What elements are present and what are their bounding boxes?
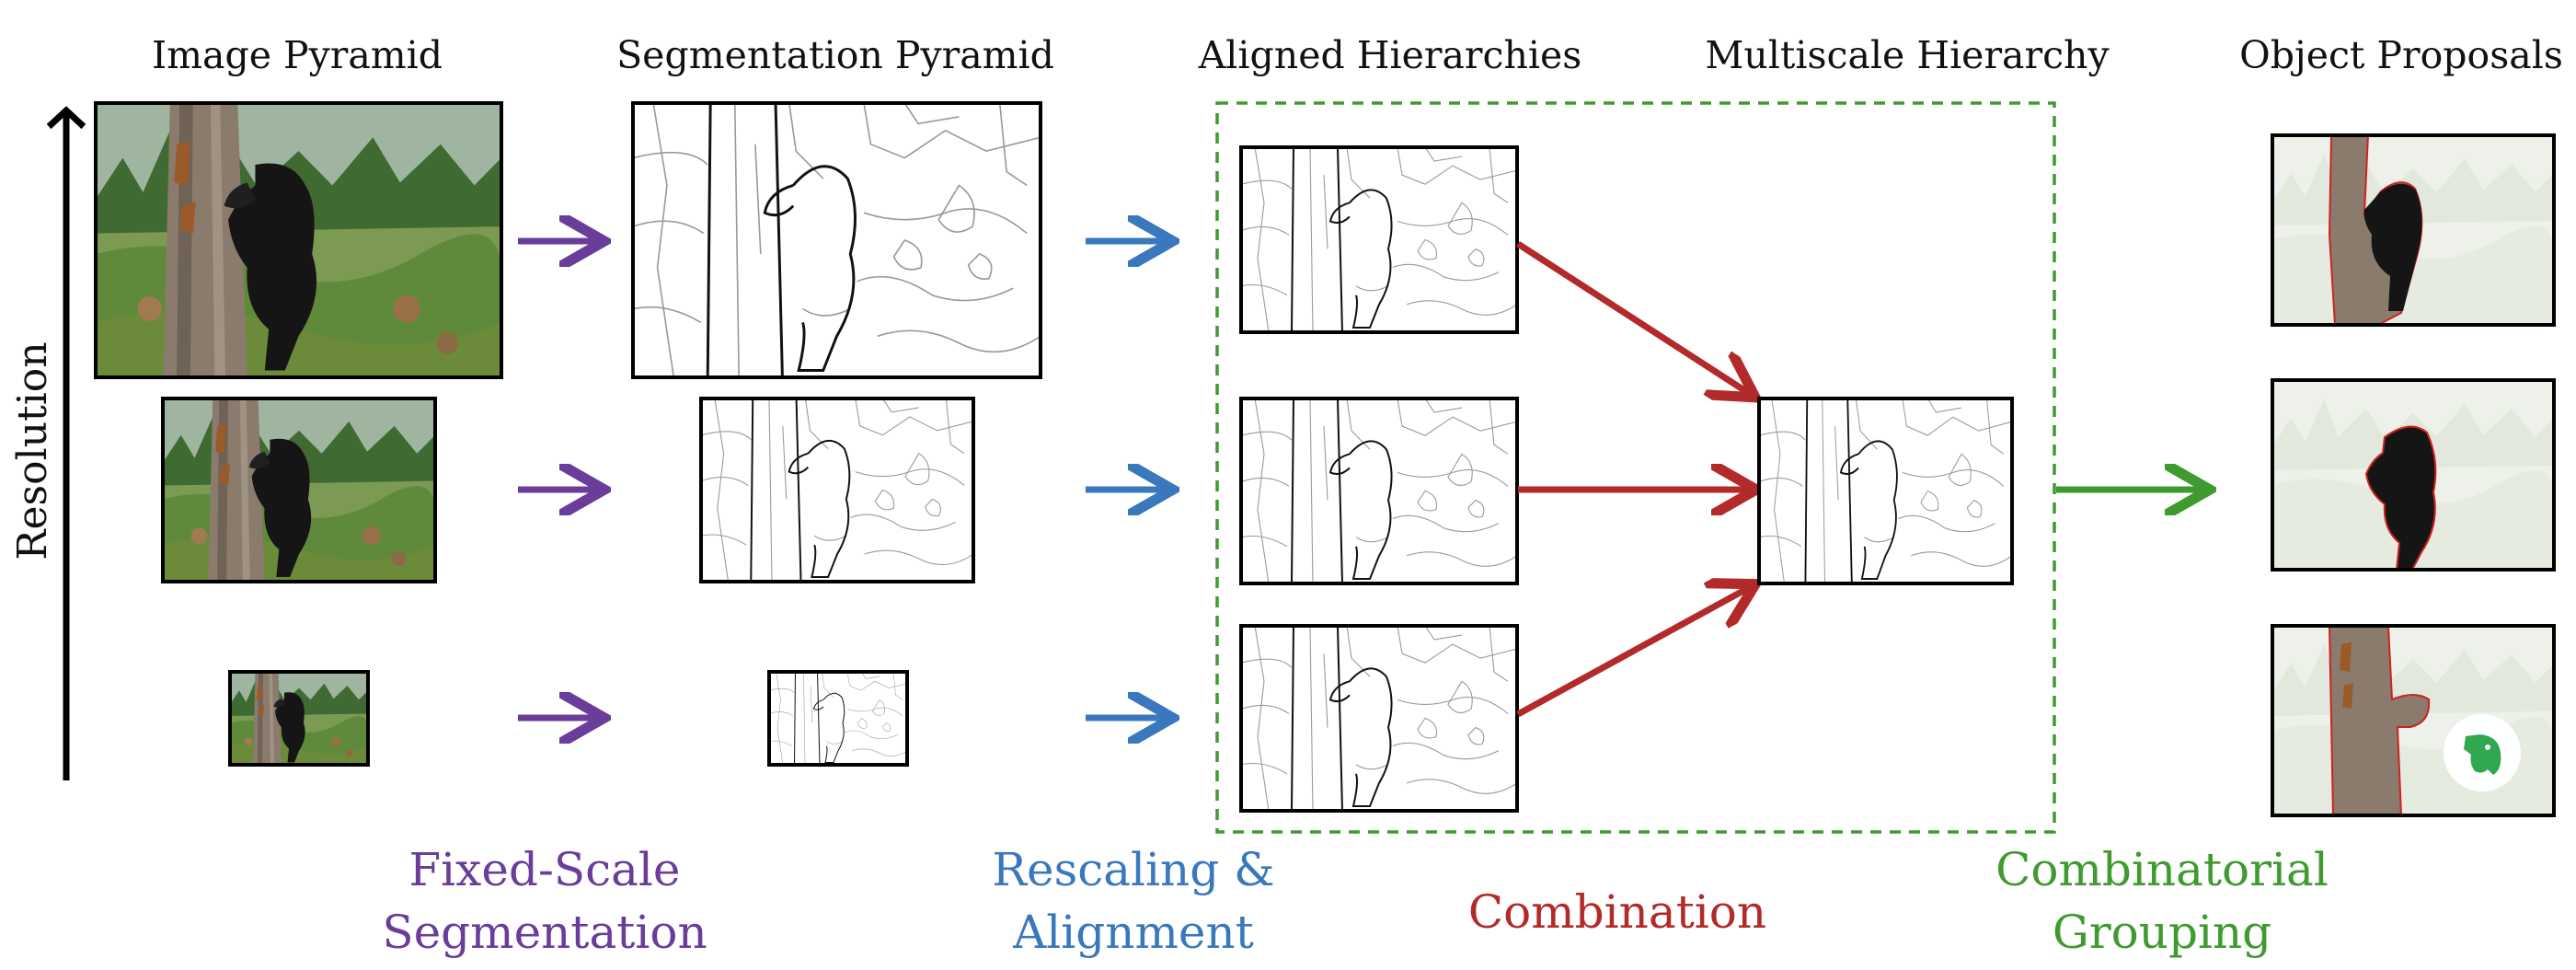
proposal-1 [2271, 133, 2556, 327]
aligned-hierarchies [1239, 145, 1519, 813]
label-fixed-scale-line1: Fixed-Scale [408, 843, 680, 896]
aligned-bottom [1239, 624, 1519, 813]
title-image-pyramid: Image Pyramid [152, 33, 443, 77]
image-pyramid [94, 101, 503, 767]
aligned-group-box [1215, 101, 2056, 834]
segmentation-medium [699, 397, 975, 583]
resolution-label: Resolution [9, 341, 56, 560]
aligned-top [1239, 145, 1519, 334]
label-rescaling-line2: Alignment [1012, 906, 1254, 959]
title-multiscale-hierarchy: Multiscale Hierarchy [1705, 33, 2110, 77]
multiscale-hierarchy [1757, 397, 2014, 585]
label-fixed-scale-line2: Segmentation [382, 906, 707, 959]
segmentation-small [767, 670, 909, 767]
image-large [94, 101, 503, 379]
resolution-axis: Resolution [9, 110, 66, 780]
combination-arrows [1516, 241, 1750, 718]
proposal-2 [2271, 378, 2556, 572]
image-small [228, 670, 370, 767]
title-object-proposals: Object Proposals [2239, 33, 2563, 77]
fixed-scale-arrows [518, 241, 598, 718]
label-grouping-line1: Combinatorial [1995, 843, 2329, 896]
proposal-3 [2271, 624, 2556, 817]
segmentation-pyramid [631, 101, 1042, 767]
rescaling-arrows [1086, 241, 1167, 718]
object-proposals [2271, 133, 2556, 817]
evernote-elephant-icon [2444, 714, 2521, 791]
image-medium [161, 397, 437, 583]
label-combination: Combination [1468, 885, 1766, 939]
label-grouping-line2: Grouping [2053, 906, 2271, 959]
title-segmentation-pyramid: Segmentation Pyramid [616, 33, 1054, 77]
title-aligned-hierarchies: Aligned Hierarchies [1198, 33, 1582, 77]
aligned-middle [1239, 397, 1519, 585]
label-rescaling-line1: Rescaling & [992, 843, 1274, 896]
segmentation-large [631, 101, 1042, 379]
